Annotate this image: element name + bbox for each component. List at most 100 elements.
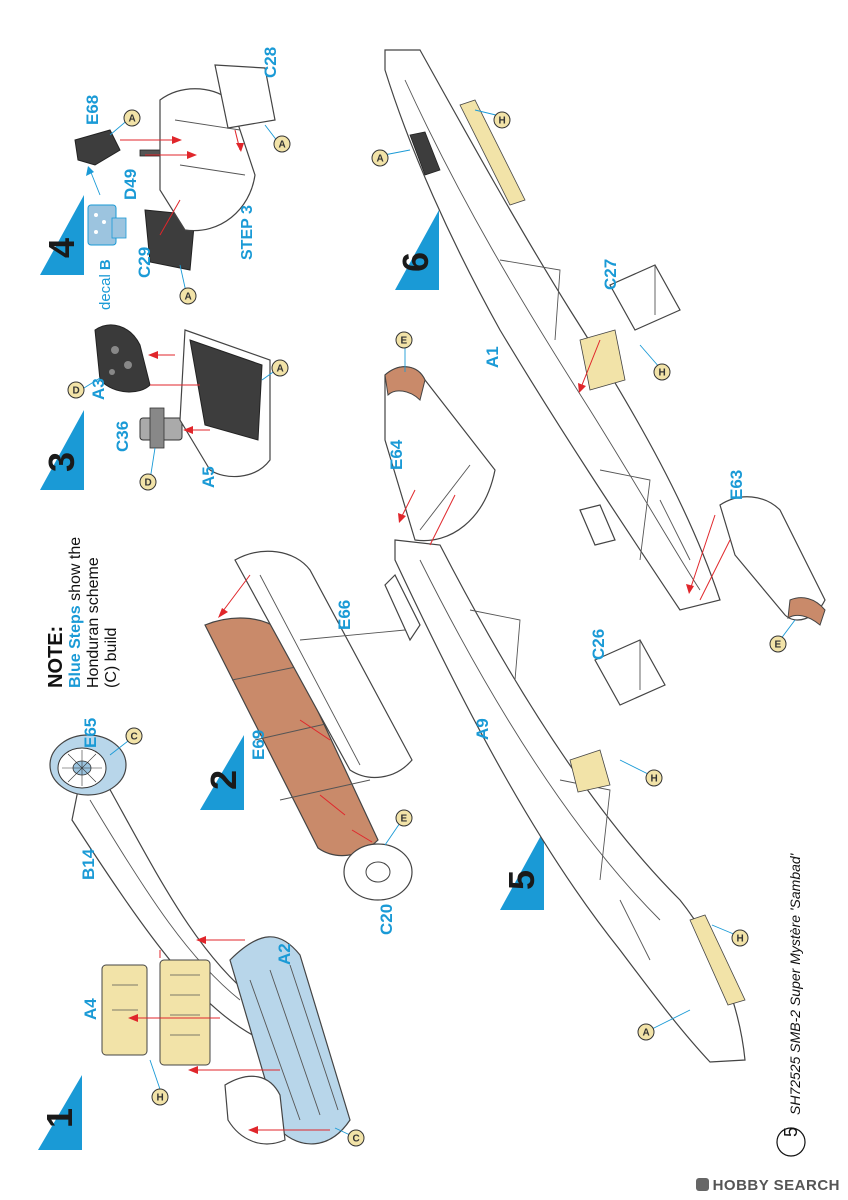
sprue-a2: A bbox=[179, 287, 197, 305]
part-label-c28: C28 bbox=[261, 47, 280, 78]
sprue-a6: A bbox=[371, 149, 389, 167]
sprue-d1: D bbox=[67, 381, 85, 399]
part-label-c26: C26 bbox=[589, 629, 608, 660]
sprue-a1: A bbox=[271, 359, 289, 377]
note-line-1: Blue Steps show the bbox=[67, 537, 84, 688]
part-a2-frame bbox=[224, 1075, 286, 1145]
part-label-e63: E63 bbox=[727, 470, 746, 500]
part-e69 bbox=[204, 617, 379, 857]
svg-text:H: H bbox=[651, 774, 658, 785]
part-label-b14: B14 bbox=[79, 848, 98, 880]
sprue-a4: A bbox=[273, 135, 291, 153]
svg-text:H: H bbox=[737, 934, 744, 945]
watermark-text: HOBBY SEARCH bbox=[712, 1177, 840, 1194]
note-block: NOTE: Blue Steps show the Honduran schem… bbox=[45, 537, 120, 688]
part-e68 bbox=[74, 129, 121, 166]
part-c28 bbox=[214, 64, 276, 129]
note-title: NOTE: bbox=[45, 626, 67, 688]
sprue-h2: H bbox=[645, 769, 663, 787]
svg-text:C: C bbox=[131, 732, 138, 743]
svg-text:E: E bbox=[401, 336, 408, 347]
svg-text:A: A bbox=[377, 154, 384, 165]
step-3-number: 3 bbox=[41, 452, 82, 472]
part-label-c20: C20 bbox=[377, 904, 396, 935]
sprue-c1: C bbox=[125, 727, 143, 745]
part-label-e66: E66 bbox=[335, 600, 354, 630]
part-label-a5: A5 bbox=[199, 466, 218, 488]
step-4-triangle bbox=[40, 195, 84, 275]
step-6: 6 A1 C27 E63 A H bbox=[371, 49, 826, 653]
step-5-triangle bbox=[500, 830, 544, 910]
svg-text:E: E bbox=[401, 814, 408, 825]
note-line-2: Honduran scheme bbox=[85, 557, 102, 688]
part-e66 bbox=[234, 550, 413, 778]
sprue-h5: H bbox=[653, 363, 671, 381]
footer-title: SH72525 SMB-2 Super Mystère 'Sambad' bbox=[787, 852, 803, 1115]
svg-text:A: A bbox=[279, 140, 286, 151]
watermark-logo-icon bbox=[695, 1178, 709, 1191]
part-label-a9: A9 bbox=[473, 718, 492, 740]
step-6-triangle bbox=[395, 210, 439, 290]
sprue-e2: E bbox=[395, 331, 413, 349]
part-label-a1: A1 bbox=[483, 346, 502, 368]
step-4-number: 4 bbox=[41, 238, 82, 258]
step-2-triangle bbox=[200, 735, 244, 810]
svg-text:H: H bbox=[659, 368, 666, 379]
part-label-e68: E68 bbox=[83, 95, 102, 125]
part-a1 bbox=[384, 49, 721, 611]
svg-text:H: H bbox=[499, 116, 506, 127]
tail-cone-e64-group: E64 E bbox=[384, 331, 496, 546]
svg-text:E: E bbox=[775, 640, 782, 651]
decal-label: decalB bbox=[97, 259, 114, 310]
part-c27 bbox=[609, 264, 681, 331]
step-1-number: 1 bbox=[39, 1108, 80, 1128]
part-label-a2: A2 bbox=[275, 943, 294, 965]
svg-text:A: A bbox=[129, 114, 136, 125]
step-5: 5 A9 C26 H A H bbox=[384, 539, 749, 1063]
part-label-a3: A3 bbox=[89, 378, 108, 400]
part-label-c29: C29 bbox=[135, 247, 154, 278]
svg-text:A: A bbox=[643, 1028, 650, 1039]
part-c36 bbox=[139, 407, 183, 449]
step-1-triangle bbox=[38, 1075, 82, 1150]
part-label-d49: D49 bbox=[121, 169, 140, 200]
step-6-number: 6 bbox=[395, 252, 436, 272]
page-number: 5 bbox=[781, 1127, 801, 1137]
part-label-a4: A4 bbox=[81, 998, 100, 1020]
part-label-e65: E65 bbox=[81, 718, 100, 748]
watermark: HOBBY SEARCH bbox=[695, 1177, 840, 1194]
part-a2 bbox=[229, 936, 351, 1145]
part-label-e64: E64 bbox=[387, 439, 406, 470]
step-4: 4 decalB C29 bbox=[40, 47, 291, 310]
sprue-d2: D bbox=[139, 473, 157, 491]
part-a4 bbox=[101, 959, 211, 1066]
part-label-e69: E69 bbox=[249, 730, 268, 760]
decal-b-sheet bbox=[87, 204, 127, 246]
step-3-triangle bbox=[40, 410, 84, 490]
part-e65 bbox=[49, 734, 127, 796]
svg-text:D: D bbox=[73, 386, 80, 397]
svg-text:C: C bbox=[353, 1134, 360, 1145]
part-label-c36: C36 bbox=[113, 421, 132, 452]
page-number-badge: 5 bbox=[776, 1127, 806, 1157]
part-a9 bbox=[394, 539, 746, 1063]
sprue-a5: A bbox=[637, 1023, 655, 1041]
part-c20 bbox=[343, 843, 413, 901]
sprue-e1: E bbox=[395, 809, 413, 827]
svg-text:H: H bbox=[157, 1093, 164, 1104]
part-label-c27: C27 bbox=[601, 259, 620, 290]
svg-text:D: D bbox=[145, 478, 152, 489]
note-line-3: (C) build bbox=[103, 628, 120, 688]
step-5-number: 5 bbox=[501, 870, 542, 890]
sprue-a3: A bbox=[123, 109, 141, 127]
step-1: 1 bbox=[38, 718, 365, 1150]
sprue-h1: H bbox=[151, 1088, 169, 1106]
sprue-e3: E bbox=[769, 635, 787, 653]
svg-text:A: A bbox=[185, 292, 192, 303]
step-3: 3 C36 A3 A5 D D bbox=[40, 324, 289, 491]
sprue-c2: C bbox=[347, 1129, 365, 1147]
svg-text:A: A bbox=[277, 364, 284, 375]
step-2: 2 E69 E66 C20 E bbox=[200, 550, 413, 935]
part-e63 bbox=[719, 496, 826, 621]
